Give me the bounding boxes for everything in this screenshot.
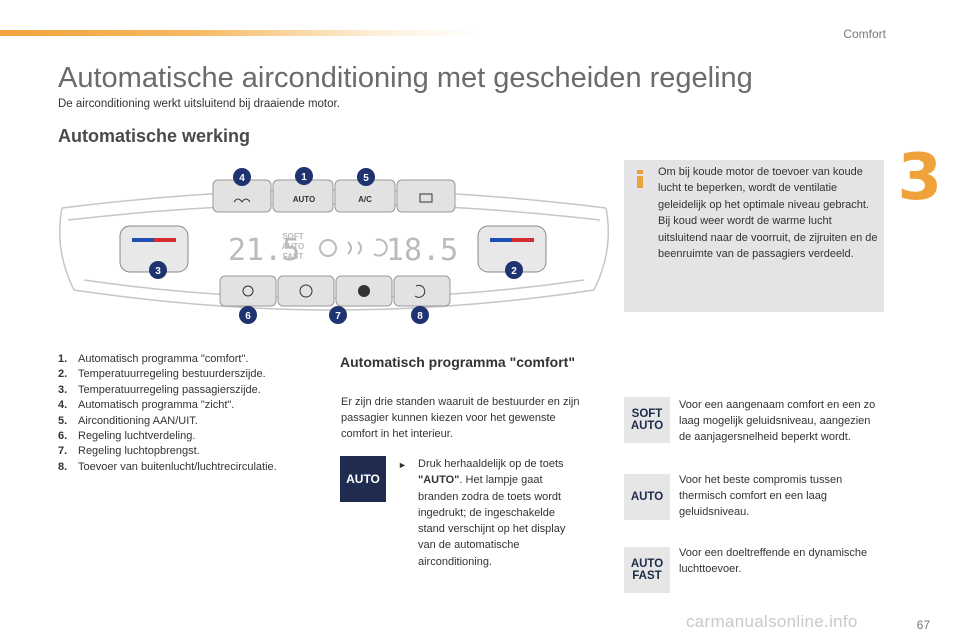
fan-display-icon	[319, 239, 337, 257]
rear-demist-icon	[419, 193, 433, 203]
callout-3: 3	[155, 266, 161, 277]
auto-mode-icon: AUTO	[624, 474, 670, 520]
svg-text:AUTO: AUTO	[282, 242, 305, 251]
section-label: Comfort	[843, 27, 886, 41]
legend-item: 5.Airconditioning AAN/UIT.	[58, 414, 198, 427]
fan-decrease-icon	[299, 284, 313, 298]
left-temperature-control	[119, 225, 189, 273]
windscreen-demist-icon	[233, 198, 251, 203]
section-heading: Automatische werking	[58, 126, 251, 146]
top-button-row: AUTO A/C	[212, 179, 456, 213]
page-title: Automatische airconditioning met geschei…	[58, 62, 753, 94]
comfort-heading: Automatisch programma "comfort"	[340, 354, 575, 370]
info-box	[624, 160, 884, 312]
bottom-button-row	[219, 275, 451, 307]
ac-button-label: A/C	[358, 195, 372, 204]
auto-description: Voor het beste compromis tussen thermisc…	[679, 474, 843, 519]
callout-8: 8	[417, 311, 423, 322]
right-temperature-control	[477, 225, 547, 273]
svg-text:SOFT: SOFT	[282, 232, 303, 241]
legend-list: 1.Automatisch programma "comfort". 2.Tem…	[58, 352, 320, 475]
watermark: carmanualsonline.info	[686, 612, 858, 631]
recirculation-icon	[414, 284, 426, 298]
air-distribution-icon	[242, 285, 254, 297]
legend-item: 8.Toevoer van buitenlucht/luchtrecircula…	[58, 460, 277, 473]
page-number: 67	[916, 618, 930, 632]
left-temp-readout: 21.5	[228, 233, 300, 268]
callout-5: 5	[363, 173, 369, 184]
climate-control-panel-illustration: AUTO A/C 21.5 18.5 SOFT AUTO FAST 1	[58, 167, 610, 324]
page-subtitle: De airconditioning werkt uitsluitend bij…	[58, 98, 340, 110]
callout-6: 6	[245, 311, 251, 322]
info-icon	[637, 170, 643, 188]
recirculation-display-icon	[373, 238, 388, 257]
auto-button-label: AUTO	[293, 195, 316, 204]
callout-4: 4	[239, 173, 245, 184]
auto-button-icon: AUTO	[340, 456, 386, 502]
legend-item: 4.Automatisch programma "zicht".	[58, 399, 235, 412]
legend-item: 3.Temperatuurregeling passagierszijde.	[58, 383, 261, 396]
legend-item: 6.Regeling luchtverdeling.	[58, 430, 196, 443]
right-temp-readout: 18.5	[386, 233, 458, 268]
auto-fast-description: Voor een doeltreffende en dynamische luc…	[679, 547, 868, 576]
soft-auto-description: Voor een aangenaam comfort en een zo laa…	[679, 399, 876, 444]
callout-2: 2	[511, 266, 517, 277]
info-text: Om bij koude motor de toevoer van koude …	[658, 166, 878, 261]
arrow-bullet-icon: ►	[398, 460, 407, 470]
legend-item: 2.Temperatuurregeling bestuurderszijde.	[58, 368, 266, 381]
comfort-step: ► Druk herhaaldelijk op de toets "AUTO".…	[398, 458, 566, 568]
callout-1: 1	[301, 172, 307, 183]
airflow-display-icon	[347, 241, 362, 255]
callout-7: 7	[335, 311, 341, 322]
fan-increase-icon	[358, 285, 370, 297]
comfort-intro: Er zijn drie standen waaruit de bestuurd…	[341, 396, 580, 440]
chapter-number: 3	[897, 141, 942, 215]
legend-item: 1.Automatisch programma "comfort".	[58, 353, 249, 365]
header-accent-bar	[0, 30, 480, 36]
legend-item: 7.Regeling luchtopbrengst.	[58, 445, 200, 458]
climate-display: 21.5 18.5 SOFT AUTO FAST	[228, 232, 458, 268]
svg-text:FAST: FAST	[283, 252, 304, 261]
